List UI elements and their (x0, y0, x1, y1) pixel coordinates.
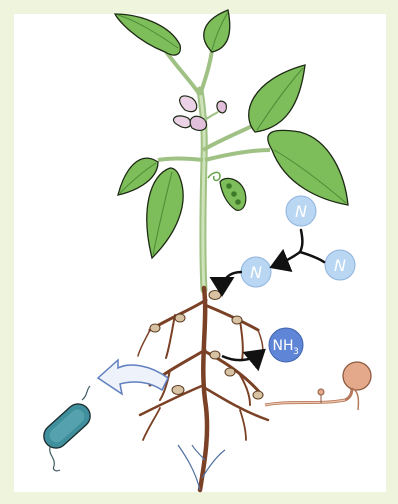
ammonia-molecule: NH 3 (269, 328, 303, 362)
rhizobium-bacterium (39, 386, 95, 471)
nitrogen-atom-a: N (286, 196, 316, 226)
ammonia-label: NH (273, 338, 294, 354)
nitrogen-to-root-arrow (222, 272, 242, 292)
nitrogen-label-b: N (334, 256, 346, 275)
leaf (249, 65, 305, 132)
upper-branch (165, 50, 200, 95)
nitrogen-atom-free: N (241, 257, 271, 287)
nitrogen-label-free: N (250, 263, 262, 282)
leaf (268, 130, 348, 205)
leaf (115, 14, 180, 55)
tendril (208, 172, 220, 180)
leaf (204, 10, 230, 52)
mycorrhizal-fungus (265, 362, 371, 410)
pea-pod (220, 178, 246, 210)
leaf (147, 168, 183, 258)
root-system (138, 288, 268, 490)
ammonia-subscript: 3 (293, 347, 299, 357)
nitrogen-label-a: N (295, 202, 307, 221)
nitrogen-atom-b: N (325, 250, 355, 280)
nitrogen-split-arrow (274, 230, 324, 266)
exchange-arrow (98, 360, 168, 394)
